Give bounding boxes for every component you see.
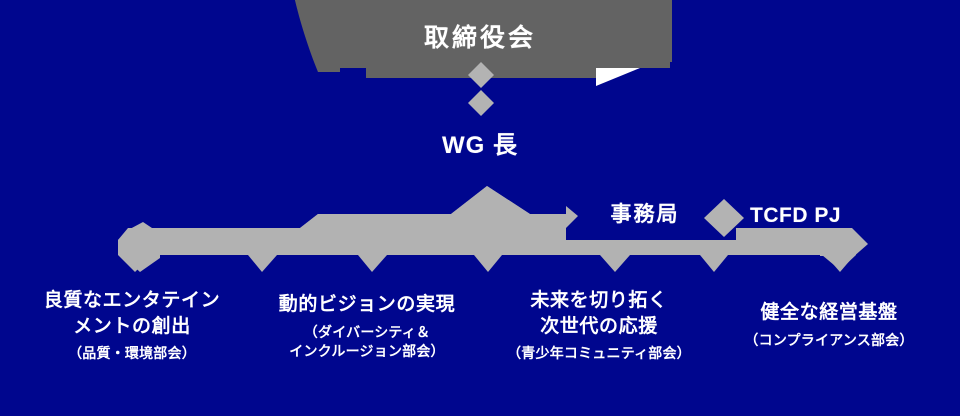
pillar-youth-community: 未来を切り拓く 次世代の応援 （青少年コミュニティ部会）	[484, 288, 714, 363]
board-banner-right-notch	[596, 0, 672, 78]
pillar-subtitle: （品質・環境部会）	[68, 345, 196, 362]
pillar-title: 動的ビジョンの実現	[278, 294, 456, 315]
board-of-directors-label: 取締役会	[423, 24, 536, 52]
pillar-subtitle: （コンプライアンス部会）	[744, 331, 914, 348]
pillar-subtitle: （青少年コミュニティ部会）	[507, 345, 691, 362]
pillar-title: 健全な経営基盤	[760, 302, 898, 323]
band-peak-center	[440, 186, 566, 240]
pillar-title: 未来を切り拓く 次世代の応援	[530, 290, 668, 337]
pillar-diversity-inclusion: 動的ビジョンの実現 （ダイバーシティ＆ インクルージョン部会）	[252, 292, 482, 360]
tcfd-project-label: TCFD PJ	[750, 204, 842, 227]
pillar-quality-environment: 良質なエンタテイン メントの創出 （品質・環境部会）	[17, 288, 247, 363]
wg-leader-label: WG 長	[442, 132, 518, 159]
diamond-connector-upper	[468, 62, 494, 88]
pillar-compliance: 健全な経営基盤 （コンプライアンス部会）	[714, 300, 944, 350]
band-peak-left	[300, 214, 400, 236]
board-banner-shape	[295, 0, 670, 78]
band-right-tip	[820, 228, 868, 272]
board-banner-left-curve	[295, 0, 340, 72]
pillar-subtitle: （ダイバーシティ＆ インクルージョン部会）	[289, 323, 445, 359]
secretariat-label: 事務局	[610, 203, 680, 226]
pillar-title: 良質なエンタテイン メントの創出	[43, 290, 221, 337]
banner-notch-highlight	[596, 68, 640, 86]
band-left-cap	[118, 228, 160, 272]
diamond-connector-secretariat	[704, 199, 744, 237]
diamond-connector-lower	[468, 90, 494, 116]
